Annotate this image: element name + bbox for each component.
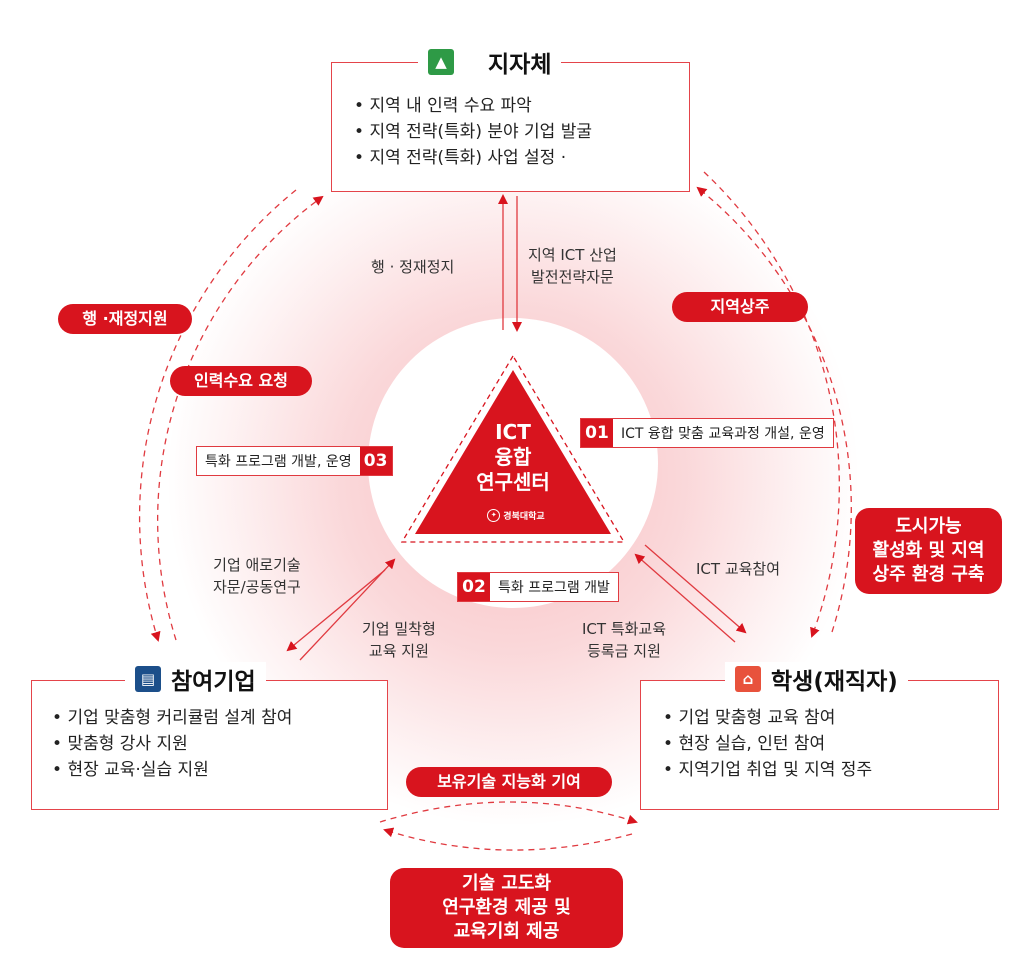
arc-right-inner — [696, 186, 852, 633]
box-tech-advance-line: 연구환경 제공 및 — [442, 897, 571, 918]
municipality-item: 지역 내 인력 수요 파악 — [354, 93, 689, 119]
tag-01-text: ICT 융합 맞춤 교육과정 개설, 운영 — [621, 426, 825, 442]
label-ict-tuition: ICT 특화교육 등록금 지원 — [582, 618, 666, 662]
box-tech-advance: 기술 고도화 연구환경 제공 및 교육기회 제공 — [390, 868, 623, 948]
seal-emblem-icon: ✦ — [487, 508, 501, 522]
student-item: 기업 맞춤형 교육 참여 — [663, 705, 998, 731]
student-title: 학생(재직자) — [771, 669, 898, 695]
student-header: ⌂ 학생(재직자) — [725, 662, 908, 696]
center-title-line: 융합 — [494, 445, 532, 469]
student-box: 기업 맞춤형 교육 참여 현장 실습, 인턴 참여 지역기업 취업 및 지역 정… — [640, 680, 999, 810]
box-tech-advance-line: 교육기회 제공 — [453, 921, 560, 942]
company-item: 기업 맞춤형 커리큘럼 설계 참여 — [52, 705, 387, 731]
arrow-center-to-company — [286, 569, 386, 652]
label-ict-tuition-line: ICT 특화교육 — [582, 620, 667, 638]
tag-03-number: 03 — [359, 447, 392, 475]
center-triangle — [415, 370, 611, 534]
label-regional-ict-line: 지역 ICT 산업 — [528, 246, 617, 264]
center-title-line: 연구센터 — [476, 470, 550, 494]
arrow-company-to-center — [299, 558, 396, 661]
company-item: 현장 교육·실습 지원 — [52, 757, 387, 783]
pill-regional-residence: 지역상주 — [672, 292, 808, 322]
tag-02: 02 특화 프로그램 개발 — [457, 572, 619, 602]
university-seal: ✦ 경북대학교 — [476, 507, 556, 523]
company-box: 기업 맞춤형 커리큘럼 설계 참여 맞춤형 강사 지원 현장 교육·실습 지원 — [31, 680, 388, 810]
label-regional-ict-line: 발전전략자문 — [530, 268, 614, 286]
label-corp-tech-line: 자문/공동연구 — [213, 578, 301, 596]
arc-right-outer — [703, 171, 840, 638]
tag-03-text: 특화 프로그램 개발, 운영 — [205, 454, 352, 470]
tag-02-text: 특화 프로그램 개발 — [498, 580, 610, 596]
municipality-header: ▲ 지자체 — [418, 46, 562, 78]
label-admin-finance-stop: 행 · 정재정지 — [371, 258, 455, 276]
tag-01-number: 01 — [581, 419, 613, 447]
municipality-item: 지역 전략(특화) 분야 기업 발굴 — [354, 119, 689, 145]
box-city-revitalization-line: 상주 환경 구축 — [872, 564, 985, 585]
label-ict-tuition-line: 등록금 지원 — [587, 642, 661, 660]
arc-bottom-top — [379, 801, 638, 825]
arc-left-inner — [157, 195, 324, 641]
tag-01: 01 ICT 융합 맞춤 교육과정 개설, 운영 — [580, 418, 834, 448]
box-tech-advance-line: 기술 고도화 — [461, 873, 552, 894]
tag-03: 03 특화 프로그램 개발, 운영 — [196, 446, 393, 476]
student-item: 지역기업 취업 및 지역 정주 — [663, 757, 998, 783]
label-regional-ict: 지역 ICT 산업 발전전략자문 — [528, 244, 617, 288]
label-corp-edu-line: 교육 지원 — [368, 642, 429, 660]
box-city-revitalization-line: 도시가능 — [895, 516, 962, 537]
box-city-revitalization-line: 활성화 및 지역 — [872, 540, 985, 561]
center-triangle-outline — [400, 354, 626, 543]
label-corp-tech: 기업 애로기술 자문/공동연구 — [213, 554, 301, 598]
label-corp-edu-line: 기업 밀착형 — [362, 620, 436, 638]
student-item: 현장 실습, 인턴 참여 — [663, 731, 998, 757]
pill-admin-finance-support: 행 ·재정지원 — [58, 304, 192, 334]
tag-02-number: 02 — [458, 573, 490, 601]
seal-label: 경북대학교 — [503, 511, 545, 522]
pill-tech-intelligence: 보유기술 지능화 기여 — [406, 767, 612, 797]
label-corp-edu: 기업 밀착형 교육 지원 — [362, 618, 436, 662]
company-item: 맞춤형 강사 지원 — [52, 731, 387, 757]
municipality-title: 지자체 — [488, 52, 552, 78]
daegu-logo-icon: ▲ — [428, 49, 454, 75]
arrow-student-to-center — [634, 553, 736, 643]
label-corp-tech-line: 기업 애로기술 — [213, 556, 301, 574]
center-title: ICT 융합 연구센터 — [453, 420, 573, 495]
municipality-item: 지역 전략(특화) 사업 설정 · — [354, 145, 689, 171]
municipality-box: 지역 내 인력 수요 파악 지역 전략(특화) 분야 기업 발굴 지역 전략(특… — [331, 62, 690, 192]
company-header: ▤ 참여기업 — [125, 662, 266, 696]
arc-bottom-bottom — [383, 827, 633, 851]
building-icon: ▤ — [135, 666, 161, 692]
arrow-center-to-student — [644, 544, 747, 634]
company-title: 참여기업 — [171, 669, 256, 695]
graduation-cap-icon: ⌂ — [735, 666, 761, 692]
box-city-revitalization: 도시가능 활성화 및 지역 상주 환경 구축 — [855, 508, 1002, 594]
center-title-line: ICT — [495, 420, 531, 444]
label-ict-edu-participation: ICT 교육참여 — [696, 560, 781, 578]
pill-workforce-request: 인력수요 요청 — [170, 366, 312, 396]
